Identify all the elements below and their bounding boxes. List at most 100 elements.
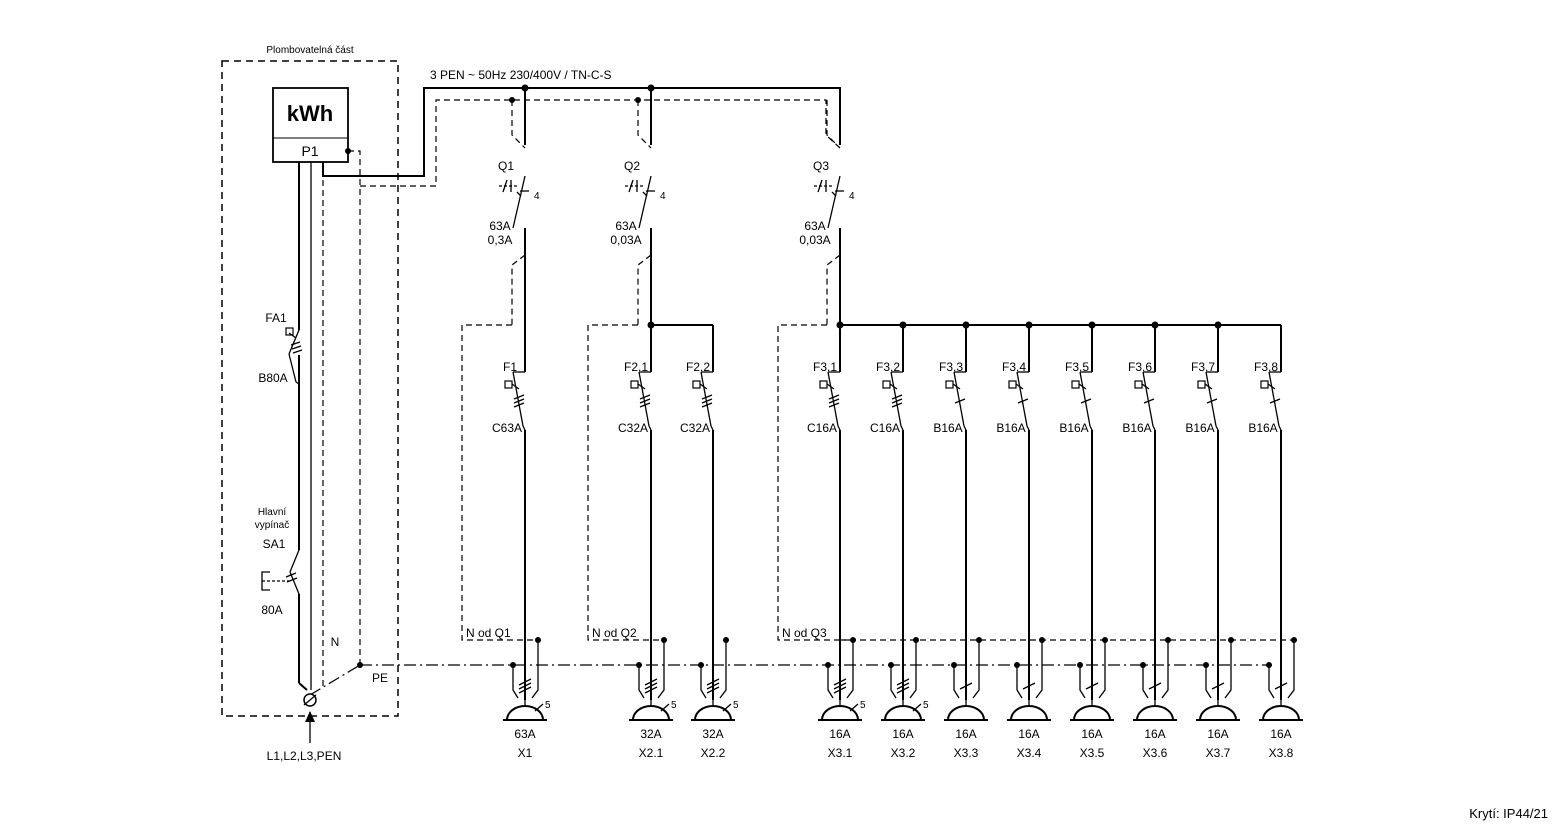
- breaker-id: F2.2: [686, 360, 710, 374]
- socket-layer: 563AX1532AX2.1532AX2.2516AX3.1516AX3.216…: [503, 637, 1303, 760]
- socket-x3-2: 5 16A X3.2: [881, 637, 929, 760]
- breaker-rating: B16A: [1185, 421, 1214, 435]
- socket-x2-2: 5 32A X2.2: [691, 637, 739, 760]
- n-label: N: [331, 635, 340, 649]
- socket-x3-8: 16A X3.8: [1259, 637, 1303, 760]
- socket-rating: 16A: [1207, 727, 1228, 741]
- socket-id: X3.2: [891, 746, 916, 760]
- breaker-id: F3.1: [813, 360, 837, 374]
- rcd-poles: 4: [660, 191, 666, 202]
- rcd-sensitivity: 0,3A: [488, 233, 513, 247]
- socket-id: X3.6: [1143, 746, 1168, 760]
- rcd-n-label: N od Q3: [782, 626, 827, 640]
- socket-rating: 16A: [1081, 727, 1102, 741]
- socket-rating: 16A: [1270, 727, 1291, 741]
- socket-x3-4: 16A X3.4: [1007, 637, 1051, 760]
- rcd-id: Q3: [813, 159, 829, 173]
- main-feed-wires: [288, 150, 363, 696]
- breaker-rating: C63A: [492, 421, 522, 435]
- rcd-n-label: N od Q1: [466, 626, 511, 640]
- protection-rating: Krytí: IP44/21: [1469, 806, 1548, 821]
- sealed-section-label: Plombovatelná část: [266, 45, 353, 56]
- breaker-id: F3.6: [1128, 360, 1152, 374]
- rcd-n-label: N od Q2: [592, 626, 637, 640]
- socket-id: X2.2: [701, 746, 726, 760]
- socket-rating: 63A: [514, 727, 535, 741]
- socket-poles: 5: [671, 700, 677, 711]
- rcd-rating: 63A: [615, 219, 636, 233]
- rcd-poles: 4: [534, 191, 540, 202]
- socket-rating: 16A: [1144, 727, 1165, 741]
- breaker-id: F3.4: [1002, 360, 1026, 374]
- pe-label: PE: [372, 671, 388, 685]
- socket-id: X3.5: [1080, 746, 1105, 760]
- rcd-id: Q1: [498, 159, 514, 173]
- rcd-sensitivity: 0,03A: [799, 233, 830, 247]
- socket-poles: 5: [860, 700, 866, 711]
- socket-poles: 5: [923, 700, 929, 711]
- breaker-rating: B16A: [1059, 421, 1088, 435]
- socket-rating: 16A: [892, 727, 913, 741]
- socket-rating: 32A: [702, 727, 723, 741]
- meter-unit: kWh: [287, 101, 333, 126]
- breaker-rating: B16A: [933, 421, 962, 435]
- breaker-id: F3.3: [939, 360, 963, 374]
- sa1-caption-2: vypínač: [255, 520, 289, 531]
- meter-id: P1: [301, 143, 318, 159]
- socket-poles: 5: [545, 700, 551, 711]
- energy-meter: kWh P1: [272, 87, 351, 163]
- sa1-main-switch[interactable]: Hlavní vypínač SA1 80A: [255, 507, 300, 617]
- breaker-rating: C32A: [680, 421, 710, 435]
- breaker-rating: C16A: [807, 421, 837, 435]
- socket-id: X2.1: [639, 746, 664, 760]
- pe-n-buses: [360, 639, 1295, 666]
- socket-rating: 16A: [829, 727, 850, 741]
- breaker-id: F3.5: [1065, 360, 1089, 374]
- fa1-breaker[interactable]: FA1 B80A: [258, 311, 303, 385]
- socket-x1: 5 63A X1: [503, 637, 551, 760]
- sa1-rating: 80A: [261, 603, 282, 617]
- supply-label: 3 PEN ~ 50Hz 230/400V / TN-C-S: [430, 68, 612, 82]
- fa1-id: FA1: [265, 311, 287, 325]
- breaker-id: F2.1: [624, 360, 648, 374]
- rcd-rating: 63A: [804, 219, 825, 233]
- breaker-id: F3.7: [1191, 360, 1215, 374]
- socket-rating: 16A: [1018, 727, 1039, 741]
- breaker-rating: B16A: [996, 421, 1025, 435]
- breaker-rating: C32A: [618, 421, 648, 435]
- rcd-poles: 4: [849, 191, 855, 202]
- branch-layer: F1C63AF2.1C32AF2.2C32AF3.1C16AF3.2C16AF3…: [492, 321, 1282, 700]
- input-terminal: L1,L2,L3,PEN N PE: [267, 635, 388, 763]
- breaker-rating: B16A: [1248, 421, 1277, 435]
- socket-poles: 5: [733, 700, 739, 711]
- sa1-caption-1: Hlavní: [258, 507, 287, 518]
- socket-id: X3.4: [1017, 746, 1042, 760]
- sa1-id: SA1: [263, 537, 286, 551]
- socket-x2-1: 5 32A X2.1: [629, 637, 677, 760]
- socket-id: X1: [518, 746, 533, 760]
- supply-bus: 3 PEN ~ 50Hz 230/400V / TN-C-S: [322, 68, 841, 187]
- socket-rating: 32A: [640, 727, 661, 741]
- breaker-id: F1: [503, 360, 517, 374]
- breaker-rating: B16A: [1122, 421, 1151, 435]
- socket-id: X3.8: [1269, 746, 1294, 760]
- breaker-id: F3.8: [1254, 360, 1278, 374]
